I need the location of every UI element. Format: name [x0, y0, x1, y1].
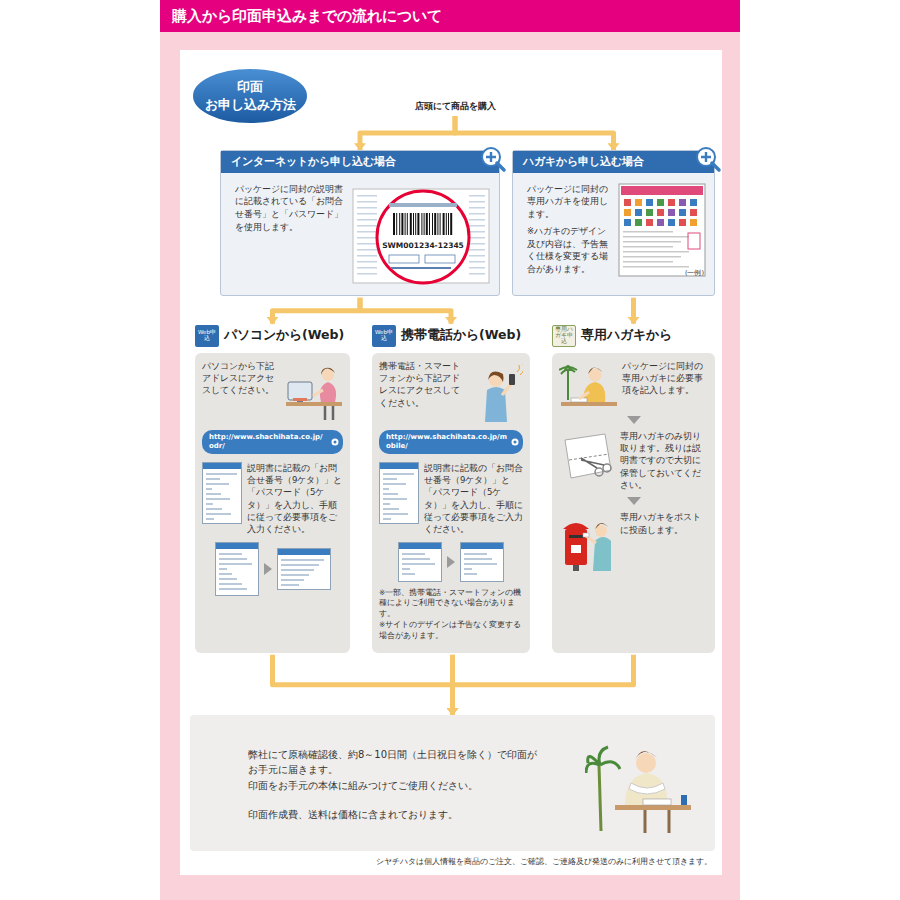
- oval-title: 印面 お申し込み方法: [202, 78, 298, 113]
- step-arrow: [447, 556, 455, 568]
- title-band: 購入から印面申込みまでの流れについて: [160, 0, 740, 32]
- person-at-computer: [285, 360, 343, 422]
- zoom-icon: [479, 145, 507, 173]
- url-text: http://www.shachihata.co.jp/mobile/: [386, 433, 507, 451]
- screen-capture: [202, 462, 242, 524]
- privacy-note: シヤチハタは個人情報を商品のご注文、ご確認、ご連絡及び発送のみに利用させて頂きま…: [376, 856, 712, 867]
- note-text: ※サイトのデザインは予告なく変更する場合があります。: [379, 620, 523, 641]
- screen-capture: [460, 542, 504, 582]
- box-header: ハガキから申し込む場合: [513, 151, 714, 173]
- flow-arrow: [273, 298, 361, 324]
- step-text: 携帯電話・スマートフォンから下記アドレスにアクセスしてください。: [379, 360, 462, 409]
- step-text: 説明書に記載の「お問合せ番号（9ケタ）」と「パスワード（5ケタ）」を入力し、手順…: [247, 462, 343, 536]
- column-heading: Web申込パソコンから(Web): [195, 324, 350, 348]
- result-text: 印面作成費、送料は価格に含まれております。: [248, 807, 575, 823]
- example-note: (一例): [685, 269, 704, 278]
- url-icon: [511, 438, 519, 446]
- flow-arrow: [455, 116, 614, 150]
- flow-box: Web申込パソコンから(Web) パソコンから下記アドレスにアクセスしてください。…: [195, 324, 350, 653]
- flow-arrow: [631, 298, 636, 324]
- step-text: 専用ハガキのみ切り取ります。残りは説明書ですので大切に保管しておいてください。: [620, 430, 708, 492]
- person-writing: [559, 360, 617, 410]
- box-text: パッケージに同封の説明書に記載されている「お問合せ番号」と「パスワード」を使用し…: [235, 183, 343, 234]
- flow-box: 弊社にて原稿確認後、約8～10日間（土日祝日を除く）で印面がお手元に届きます。印…: [190, 715, 715, 851]
- screen-capture: [398, 542, 442, 582]
- cutting-postcard: [559, 430, 615, 482]
- step-text: 説明書に記載の「お問合せ番号（9ケタ）」と「パスワード（5ケタ）」を入力し、手順…: [424, 462, 523, 536]
- step-panel: パソコンから下記アドレスにアクセスしてください。 http://www.shach…: [195, 353, 350, 653]
- page-title: 購入から印面申込みまでの流れについて: [160, 0, 740, 32]
- column-title: パソコンから(Web): [224, 327, 344, 344]
- column-heading: Web申込携帯電話から(Web): [372, 324, 530, 348]
- person-with-phone: [467, 360, 523, 422]
- result-text: 弊社にて原稿確認後、約8～10日間（土日祝日を除く）で印面がお手元に届きます。: [248, 747, 538, 778]
- flow-arrow: [453, 655, 634, 715]
- step-arrow: [627, 497, 641, 505]
- step-panel: パッケージに同封の専用ハガキに必要事項を記入します。専用ハガキのみ切り取ります。…: [552, 353, 715, 653]
- flow-box: 店頭にて商品を購入: [412, 99, 499, 114]
- screen-capture: [277, 548, 331, 590]
- box-text: パッケージに同封の専用ハガキを使用します。: [527, 183, 610, 221]
- step-arrow: [264, 563, 272, 575]
- step-text: パッケージに同封の専用ハガキに必要事項を記入します。: [622, 360, 708, 397]
- step-panel: 携帯電話・スマートフォンから下記アドレスにアクセスしてください。 http://w…: [372, 353, 530, 653]
- step-row: 携帯電話・スマートフォンから下記アドレスにアクセスしてください。: [379, 360, 523, 422]
- step-row: [202, 542, 343, 596]
- result-text: 印面をお手元の本体に組みつけてご使用ください。: [248, 778, 575, 794]
- step-row: 説明書に記載の「お問合せ番号（9ケタ）」と「パスワード（5ケタ）」を入力し、手順…: [379, 462, 523, 536]
- start-text: 店頭にて商品を購入: [412, 99, 499, 114]
- screen-capture: [215, 542, 259, 596]
- flow-box: 専用ハガキ申込専用ハガキからパッケージに同封の専用ハガキに必要事項を記入します。…: [552, 324, 715, 653]
- step-row: パソコンから下記アドレスにアクセスしてください。: [202, 360, 343, 422]
- url-text: http://www.shachihata.co.jp/odr/: [209, 433, 327, 451]
- icon-label: Web申込: [195, 325, 219, 347]
- flow-box: ハガキから申し込む場合パッケージに同封の専用ハガキを使用します。 ※ハガキのデザイ…: [512, 150, 715, 296]
- box-header: インターネットから申し込む場合: [221, 151, 499, 173]
- step-row: 説明書に記載の「お問合せ番号（9ケタ）」と「パスワード（5ケタ）」を入力し、手順…: [202, 462, 343, 536]
- zoom-icon: [694, 145, 722, 173]
- box-texts: パッケージに同封の専用ハガキを使用します。 ※ハガキのデザイン及び内容は、予告無く…: [527, 183, 610, 276]
- oval-shape: [190, 66, 310, 126]
- box-note: ※ハガキのデザイン及び内容は、予告無く仕様を変更する場合があります。: [527, 225, 610, 276]
- flow-arrow: [273, 655, 453, 715]
- column-title: 携帯電話から(Web): [401, 327, 521, 344]
- flow-box: インターネットから申し込む場合パッケージに同封の説明書に記載されている「お問合せ…: [220, 150, 500, 296]
- postcard-figure: (一例): [618, 183, 706, 277]
- card-figure: SWM001234-12345: [351, 183, 491, 287]
- flow-box: 印面 お申し込み方法: [190, 66, 310, 126]
- box-body: パッケージに同封の説明書に記載されている「お問合せ番号」と「パスワード」を使用し…: [221, 173, 499, 295]
- step-text: 専用ハガキをポストに投函します。: [620, 511, 708, 536]
- column-title: 専用ハガキから: [581, 327, 672, 344]
- url-bar: http://www.shachihata.co.jp/mobile/: [379, 430, 523, 454]
- column-heading: 専用ハガキ申込専用ハガキから: [552, 324, 715, 348]
- flow-arrow: [360, 116, 455, 150]
- screen-capture: [379, 462, 419, 524]
- step-row: 専用ハガキをポストに投函します。: [559, 511, 708, 573]
- url-slot: http://www.shachihata.co.jp/odr/: [202, 428, 343, 456]
- url-bar: http://www.shachihata.co.jp/odr/: [202, 430, 343, 454]
- note-text: ※一部、携帯電話・スマートフォンの機種によりご利用できない場合があります。: [379, 588, 523, 620]
- postcard: [618, 183, 706, 277]
- flow-arrow: [360, 298, 451, 324]
- serial-number: SWM001234-12345: [381, 241, 465, 250]
- step-arrow: [627, 416, 641, 424]
- person-at-desk: [585, 735, 695, 835]
- box-body: パッケージに同封の専用ハガキを使用します。 ※ハガキのデザイン及び内容は、予告無く…: [513, 173, 714, 285]
- flow-box: Web申込携帯電話から(Web) 携帯電話・スマートフォンから下記アドレスにアクセ…: [372, 324, 530, 653]
- mailbox: [559, 511, 615, 573]
- url-icon: [331, 438, 339, 446]
- result-texts: 弊社にて原稿確認後、約8～10日間（土日祝日を除く）で印面がお手元に届きます。印…: [248, 747, 575, 823]
- step-row: 専用ハガキのみ切り取ります。残りは説明書ですので大切に保管しておいてください。: [559, 430, 708, 492]
- icon-label: 専用ハガキ申込: [552, 325, 576, 347]
- instruction-card: [351, 183, 491, 287]
- step-row: [379, 542, 523, 582]
- url-slot: http://www.shachihata.co.jp/mobile/: [379, 428, 523, 456]
- step-text: パソコンから下記アドレスにアクセスしてください。: [202, 360, 280, 397]
- icon-label: Web申込: [372, 325, 396, 347]
- step-row: パッケージに同封の専用ハガキに必要事項を記入します。: [559, 360, 708, 410]
